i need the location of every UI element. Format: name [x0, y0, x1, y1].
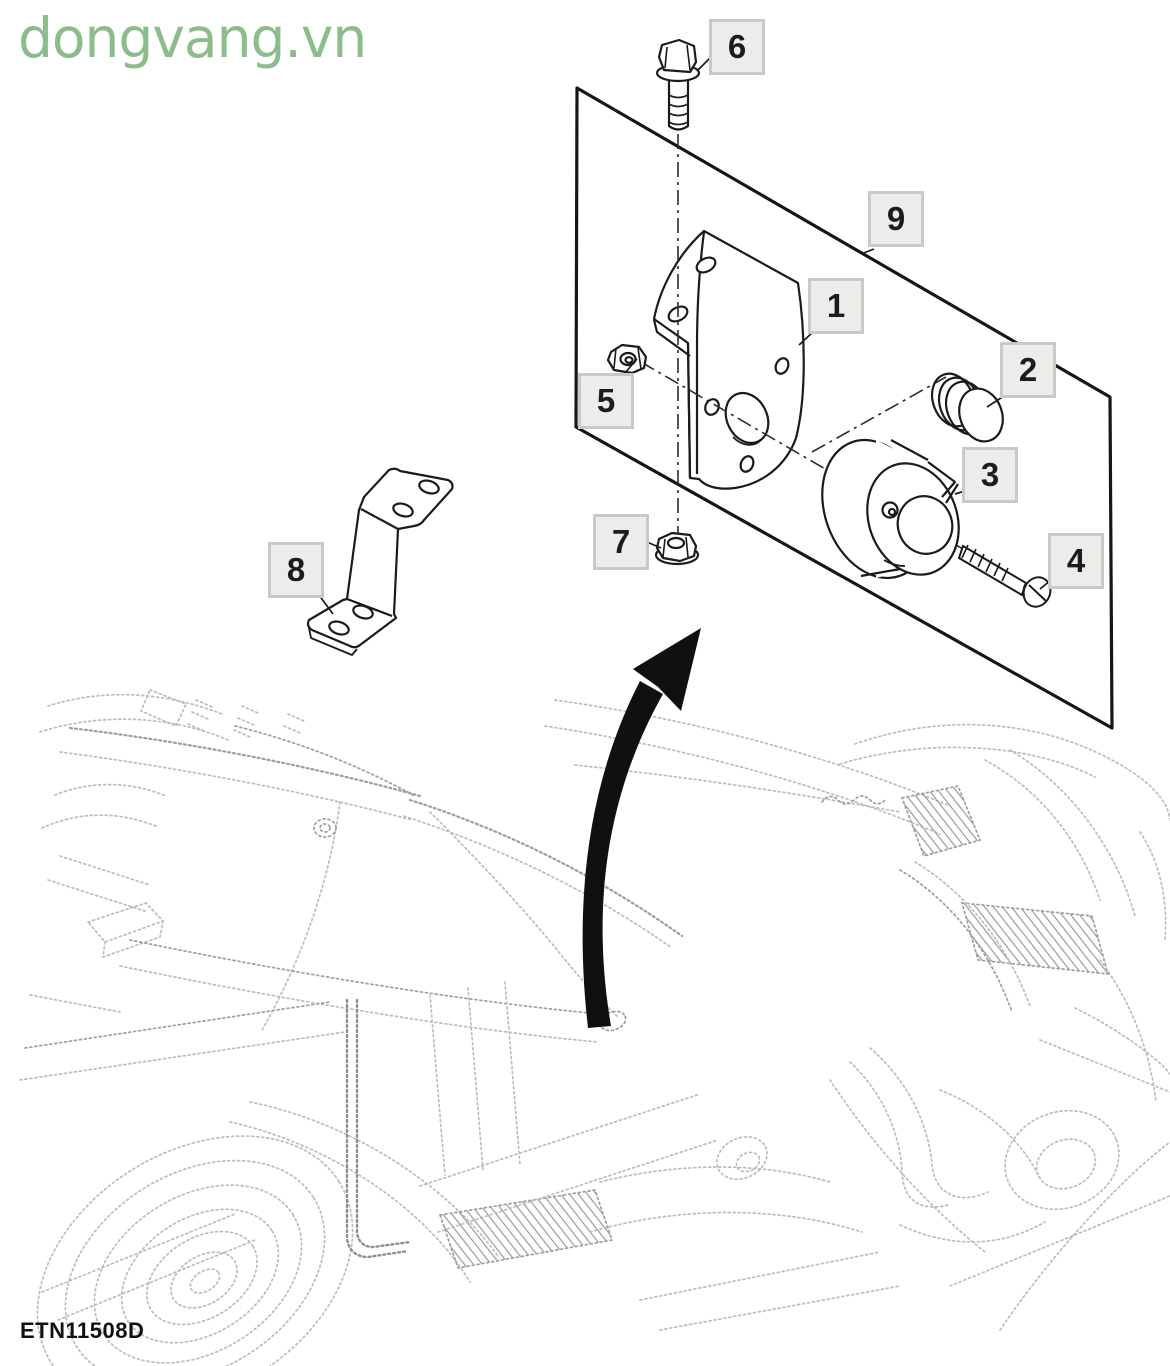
callout-label-8: 8 [286, 551, 306, 588]
callout-box-7: 7 [593, 514, 649, 570]
callout-label-1: 1 [826, 287, 846, 324]
callout-label-4: 4 [1066, 542, 1086, 579]
callout-label-5: 5 [596, 382, 616, 419]
callout-label-7: 7 [611, 523, 631, 560]
callout-box-8: 8 [268, 542, 324, 598]
callout-box-2: 2 [1000, 342, 1056, 398]
flange-nut-part-7 [654, 531, 700, 566]
callout-label-6: 6 [727, 28, 747, 65]
plug-part-2 [930, 372, 1004, 443]
horn-part-3 [821, 438, 960, 580]
callout-label-3: 3 [980, 456, 1000, 493]
callout-box-3: 3 [962, 447, 1018, 503]
callout-box-1: 1 [808, 278, 864, 334]
screw-part-4 [957, 544, 1052, 608]
nut-part-5 [606, 343, 648, 375]
watermark: dongvang.vn [18, 6, 367, 70]
panel-part-9 [574, 86, 1114, 730]
callout-label-2: 2 [1018, 351, 1038, 388]
callout-box-6: 6 [709, 19, 765, 75]
callout-box-5: 5 [578, 373, 634, 429]
bracket-part-1 [652, 229, 805, 490]
reference-arrow [582, 628, 701, 1028]
bolt-part-6 [655, 38, 701, 131]
ghost-machine-drawing [19, 688, 1170, 1366]
callout-label-9: 9 [886, 200, 906, 237]
bracket-part-8 [306, 467, 454, 656]
figure-code: ETN11508D [20, 1318, 145, 1343]
callout-box-4: 4 [1048, 533, 1104, 589]
callout-box-9: 9 [868, 191, 924, 247]
